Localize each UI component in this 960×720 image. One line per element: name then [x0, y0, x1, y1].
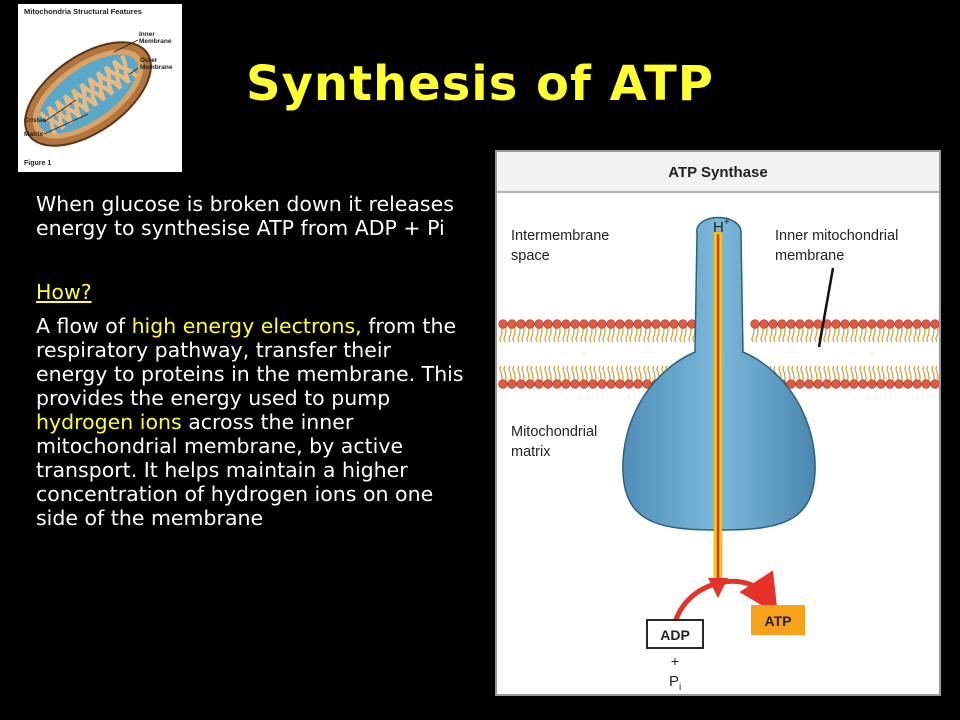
matrix-label-2: matrix — [511, 444, 551, 460]
how-heading: How? — [36, 280, 92, 304]
intermembrane-label-2: space — [511, 248, 550, 264]
slide-title: Synthesis of ATP — [246, 56, 714, 112]
intro-paragraph: When glucose is broken down it releases … — [36, 192, 454, 240]
label-inner: Inner — [139, 31, 155, 38]
atp-synthase-diagram: ATP Synthase H+ Intermembrane space Inne… — [495, 150, 941, 696]
explanation-part-3: across the inner mitochondrial membrane,… — [36, 410, 434, 530]
label-inner-membrane: Membrane — [139, 38, 172, 45]
atp-label: ATP — [765, 613, 792, 629]
matrix-label-1: Mitochondrial — [511, 424, 597, 440]
label-matrix: Matrix — [24, 131, 44, 138]
membrane-pointer-line — [817, 267, 835, 348]
inner-membrane-label-2: membrane — [775, 248, 844, 264]
slide-body: When glucose is broken down it releases … — [36, 192, 466, 530]
label-outer: Outer — [140, 57, 158, 64]
highlight-high-energy-electrons: high energy electrons, — [131, 314, 362, 338]
inner-membrane-label-1: Inner mitochondrial — [775, 228, 898, 244]
explanation-paragraph: A flow of high energy electrons, from th… — [36, 314, 466, 530]
atp-box — [751, 605, 805, 635]
adp-label: ADP — [660, 627, 690, 643]
mito-figure-heading: Mitochondria Structural Features — [24, 7, 142, 16]
adp-box — [646, 619, 704, 649]
figure-caption: Figure 1 — [24, 160, 51, 167]
label-outer-membrane: Membrane — [140, 64, 173, 71]
h-plus-label: H+ — [713, 217, 730, 236]
pi-label: Pi — [669, 673, 681, 693]
plus-sign: + — [671, 653, 679, 669]
explanation-part-2: from the respiratory pathway, transfer t… — [36, 314, 464, 410]
diagram-title: ATP Synthase — [668, 164, 767, 181]
highlight-hydrogen-ions: hydrogen ions — [36, 410, 182, 434]
explanation-part-1: A flow of — [36, 314, 132, 338]
intermembrane-label-1: Intermembrane — [511, 228, 609, 244]
mitochondria-figure: Mitochondria Structural Features Inner M… — [18, 4, 182, 172]
label-cristae: Cristae — [24, 117, 46, 124]
